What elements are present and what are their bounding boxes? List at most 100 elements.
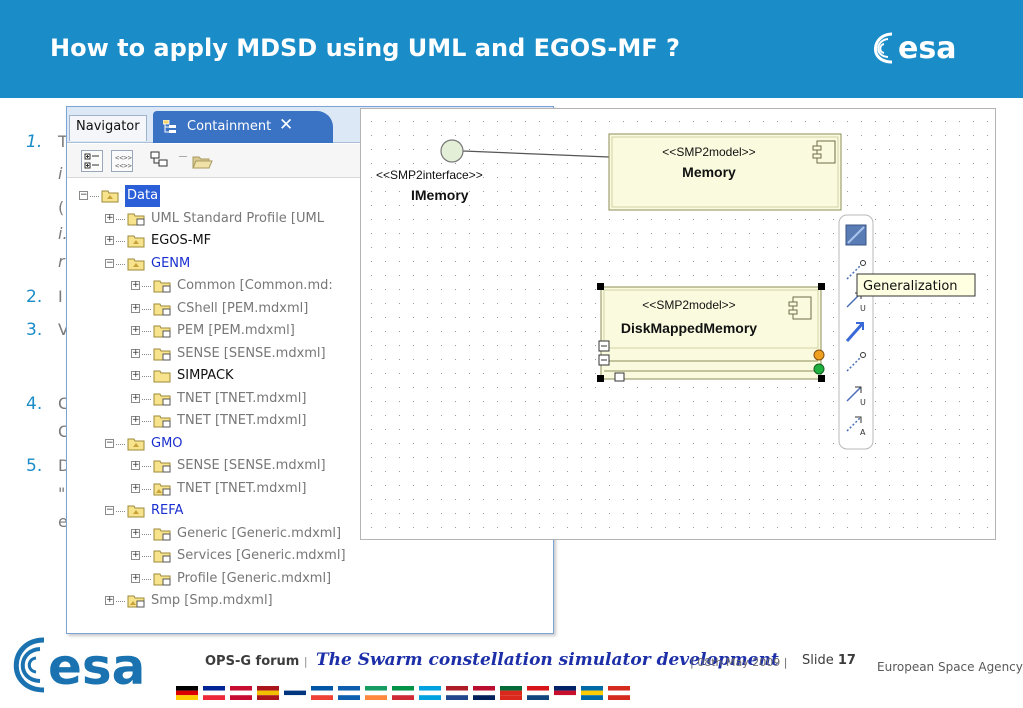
flag-icon <box>446 686 468 700</box>
tree-item[interactable]: +TNET [TNET.mdxml] <box>131 388 537 410</box>
tab-containment[interactable]: Containment ✕ <box>153 111 333 143</box>
tree-item[interactable]: +SENSE [SENSE.mdxml] <box>131 343 537 365</box>
collapse-toggle-icon[interactable]: − <box>105 437 114 448</box>
svg-text:esa: esa <box>48 638 145 696</box>
esa-logo-icon: esa <box>874 31 956 66</box>
tree-item[interactable]: +PEM [PEM.mdxml] <box>131 320 537 342</box>
tree-item[interactable]: + Generic [Generic.mdxml] <box>131 523 537 545</box>
tree-item[interactable]: + SIMPACK <box>131 365 537 387</box>
disk-mapped-memory-component[interactable]: <<SMP2model>> DiskMappedMemory <box>597 283 825 382</box>
bullet-text: C <box>58 394 70 413</box>
close-icon[interactable]: ✕ <box>279 115 294 135</box>
tree-item[interactable]: + Profile [Generic.mdxml] <box>131 568 537 590</box>
show-hierarchy-button[interactable] <box>149 150 171 172</box>
tab-containment-label: Containment <box>187 119 272 134</box>
association-tool-icon[interactable] <box>846 260 866 280</box>
tree-connector <box>116 443 125 445</box>
component-icon <box>812 140 836 164</box>
selection-handle[interactable] <box>597 375 604 382</box>
svg-text:A: A <box>860 428 866 437</box>
tree-item-label: EGOS-MF <box>151 233 212 248</box>
realization-tool-icon[interactable] <box>845 322 865 342</box>
tree-item-label: Generic [Generic.mdxml] <box>177 525 342 541</box>
svg-text:U: U <box>860 304 866 313</box>
expand-toggle-icon[interactable]: + <box>105 235 114 245</box>
collapse-all-icon: <<>> <<>> <box>115 154 132 170</box>
package-icon <box>127 235 145 248</box>
tree-item[interactable]: −Data <box>79 185 537 207</box>
expand-toggle-icon[interactable]: + <box>131 550 140 560</box>
tree-connector <box>116 263 125 265</box>
tree-item-label: Common [Common.md: <box>177 278 333 293</box>
selection-handle[interactable] <box>597 283 604 290</box>
memory-component[interactable]: <<SMP2model>> Memory <box>608 133 842 211</box>
expand-toggle-icon[interactable]: + <box>105 212 114 223</box>
port-green-icon[interactable] <box>813 363 825 375</box>
interface-realization-tool-icon[interactable]: U <box>846 386 866 407</box>
expand-toggle-icon[interactable]: + <box>105 595 114 605</box>
expand-toggle-icon[interactable]: + <box>131 392 140 403</box>
containment-tree: −Data+UML Standard Profile [UML+EGOS-MF−… <box>67 181 553 633</box>
tree-item-label: Profile [Generic.mdxml] <box>177 570 332 586</box>
footer-forum: OPS-G forum | <box>205 654 308 669</box>
tree-connector <box>142 488 151 490</box>
expand-toggle-icon[interactable]: + <box>131 572 140 583</box>
memory-stereotype: <<SMP2model>> <box>662 145 755 159</box>
bullet-text: C <box>58 422 70 441</box>
interface-circle-icon[interactable] <box>440 139 464 163</box>
collapse-toggle-icon[interactable]: − <box>105 257 114 268</box>
collapse-all-button[interactable]: <<>> <<>> <box>111 150 133 172</box>
tree-item[interactable]: +CShell [PEM.mdxml] <box>131 298 537 320</box>
tree-item[interactable]: + Smp [Smp.mdxml] <box>105 590 537 612</box>
expand-toggle-icon[interactable]: + <box>131 415 140 425</box>
selection-handle[interactable] <box>818 375 825 382</box>
expand-toggle-icon[interactable]: + <box>131 280 140 290</box>
slide-title: How to apply MDSD using UML and EGOS-MF … <box>50 34 680 62</box>
selection-handle[interactable] <box>818 283 825 290</box>
dependency-tool-icon[interactable] <box>846 352 866 372</box>
tree-item-label: SIMPACK <box>177 368 234 383</box>
module-icon <box>153 415 171 428</box>
tree-item-label: TNET [TNET.mdxml] <box>177 413 307 428</box>
tab-navigator[interactable]: Navigator <box>69 115 147 141</box>
expand-toggle-icon[interactable]: + <box>131 482 140 493</box>
tree-item[interactable]: + TNET [TNET.mdxml] <box>131 410 537 432</box>
expand-toggle-icon[interactable]: + <box>131 347 140 358</box>
flag-icon <box>581 686 603 700</box>
tree-connector <box>142 556 151 557</box>
tree-item[interactable]: +Services [Generic.mdxml] <box>131 545 537 567</box>
tree-item[interactable]: + EGOS-MF <box>105 230 537 252</box>
tree-connector <box>142 398 151 400</box>
tree-item[interactable]: −GMO <box>105 433 537 455</box>
open-folder-button[interactable] <box>191 150 213 172</box>
tree-item-label: Smp [Smp.mdxml] <box>151 593 273 608</box>
tree-item[interactable]: +TNET [TNET.mdxml] <box>131 478 537 500</box>
collapse-toggle-icon[interactable]: − <box>105 505 114 515</box>
abstraction-tool-icon[interactable]: A <box>846 416 866 437</box>
tree-connector <box>116 218 125 220</box>
collapse-toggle-icon[interactable]: − <box>79 190 88 200</box>
expand-toggle-icon[interactable]: + <box>131 370 140 380</box>
expand-toggle-icon[interactable]: + <box>131 302 140 313</box>
member-state-flags <box>176 686 630 700</box>
tree-item[interactable]: +UML Standard Profile [UML <box>105 208 537 230</box>
tree-item[interactable]: − GENM <box>105 253 537 275</box>
bullet-text: e <box>58 512 68 531</box>
expand-all-icon <box>84 153 99 169</box>
module-icon <box>153 393 171 405</box>
package-icon <box>101 190 119 203</box>
footer-slide-number: Slide 17 <box>802 653 856 668</box>
tree-item[interactable]: + Common [Common.md: <box>131 275 537 297</box>
expand-toggle-icon[interactable]: + <box>131 460 140 470</box>
tree-item-label: GENM <box>151 255 191 271</box>
expand-toggle-icon[interactable]: + <box>131 325 140 335</box>
expand-toggle-icon[interactable]: + <box>131 527 140 538</box>
tree-connector <box>142 466 151 467</box>
tree-connector <box>142 376 151 377</box>
bullet-number: 5. <box>26 456 43 476</box>
port-orange-icon[interactable] <box>813 349 825 361</box>
flag-icon <box>311 686 333 700</box>
expand-all-button[interactable] <box>81 150 103 172</box>
tree-item[interactable]: +SENSE [SENSE.mdxml] <box>131 455 537 477</box>
tree-item[interactable]: −REFA <box>105 500 537 522</box>
